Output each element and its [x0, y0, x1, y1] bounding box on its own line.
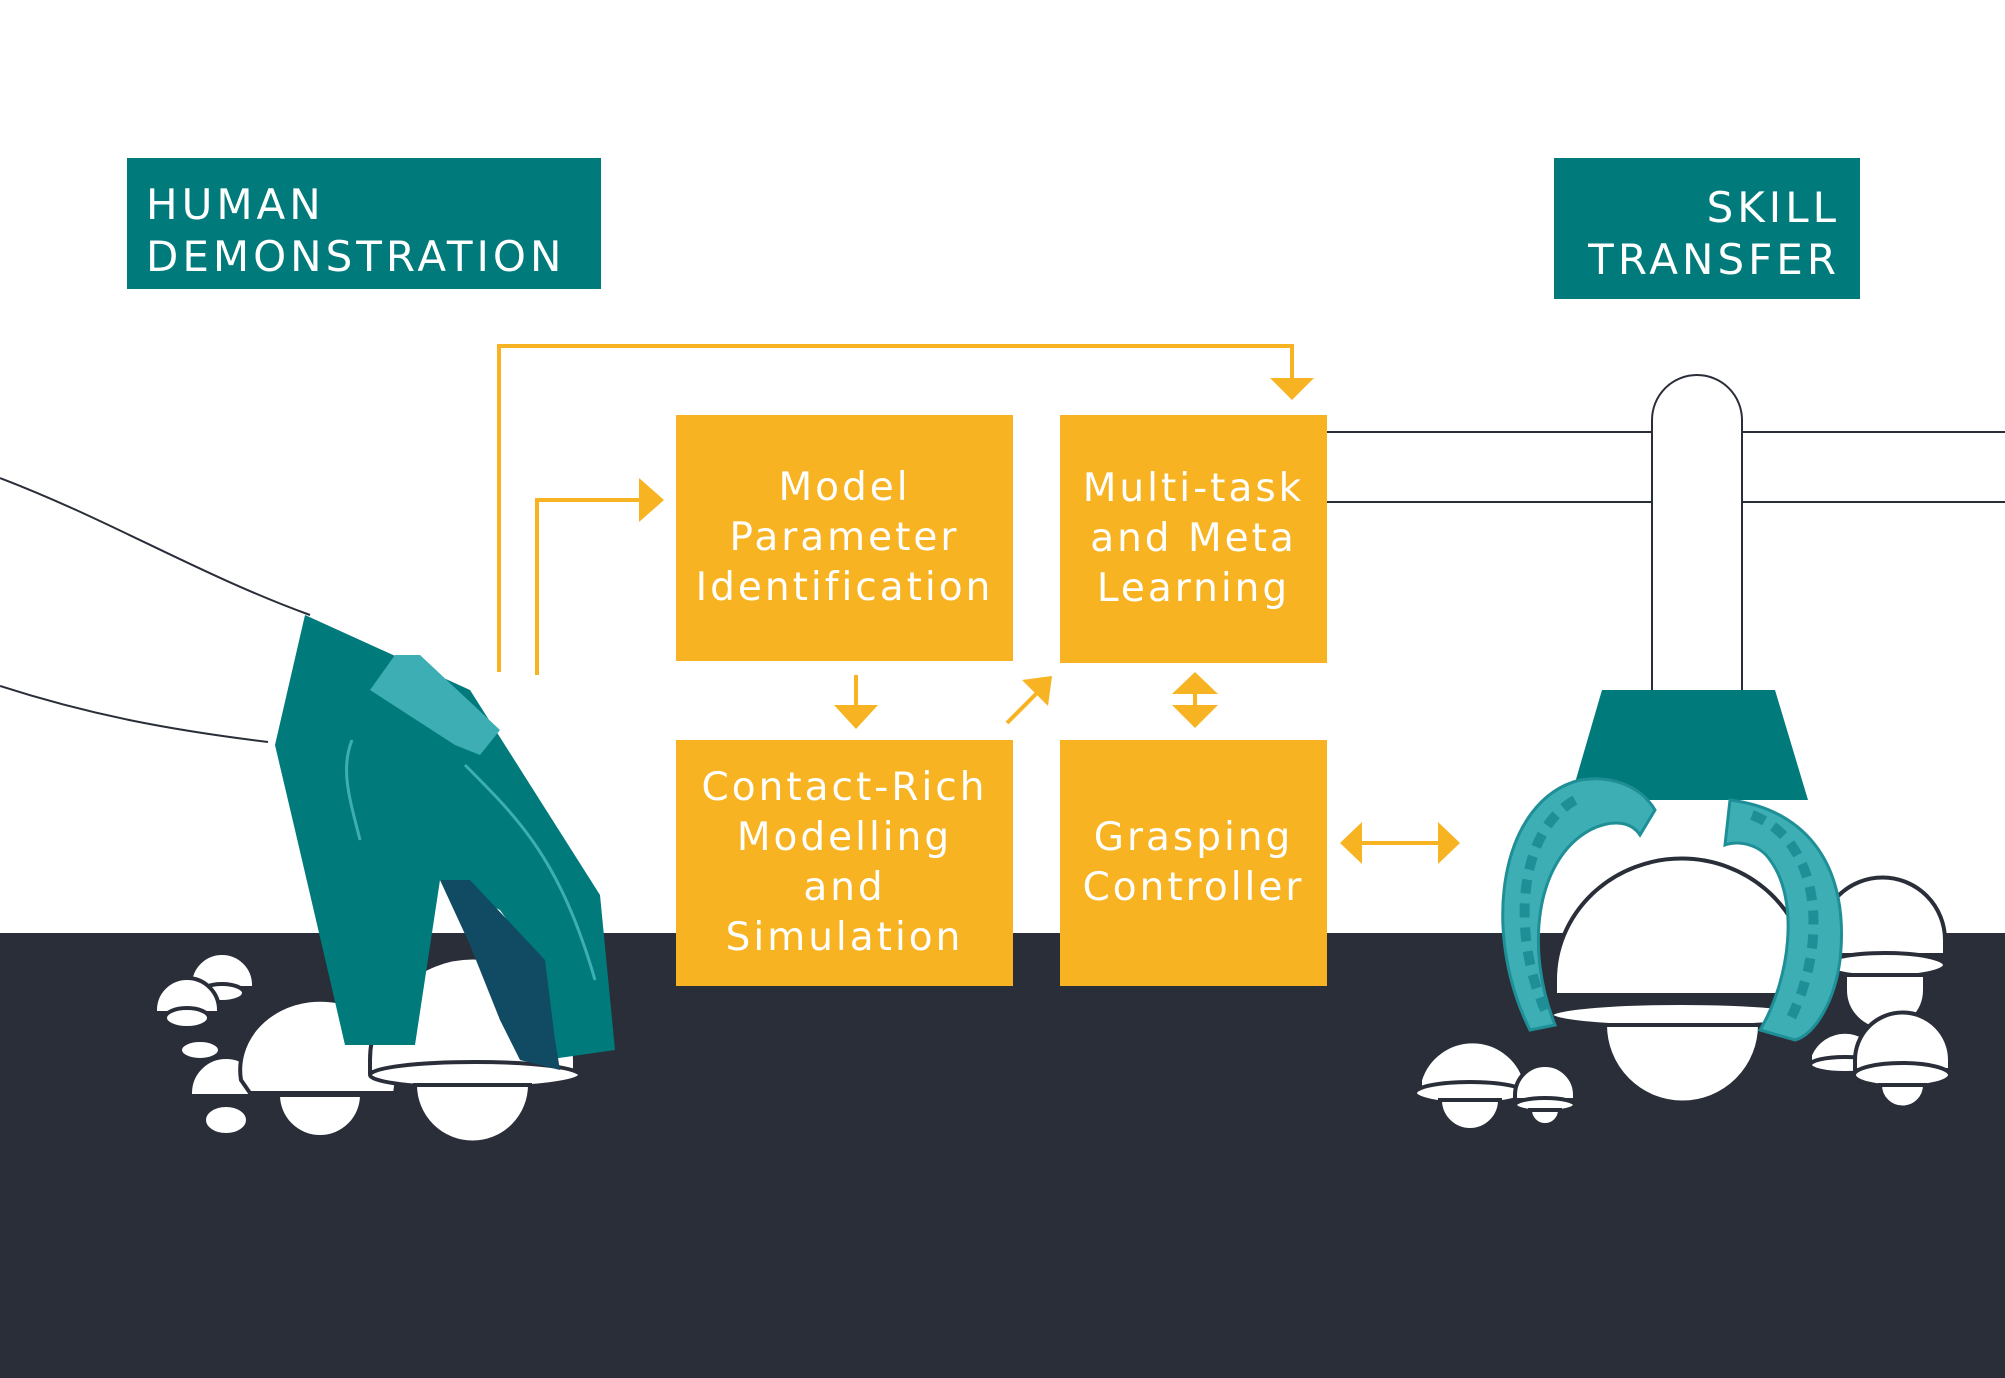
flow-connectors — [497, 344, 1440, 845]
robot-gripper-icon — [1501, 690, 1843, 1042]
step-line: Learning — [1096, 566, 1291, 611]
title-line: HUMAN — [146, 180, 325, 229]
step-line: Grasping — [1093, 815, 1294, 860]
contact-rich-modelling-box: Contact-Rich Modelling and Simulation — [676, 740, 1013, 986]
step-line: Parameter — [729, 515, 960, 560]
arrow-down-icon — [834, 705, 878, 729]
floor — [0, 933, 2005, 1378]
human-demonstration-title: HUMAN DEMONSTRATION — [127, 158, 601, 289]
step-line: Modelling — [736, 815, 953, 860]
arrowheads — [639, 378, 1460, 864]
step-line: Controller — [1082, 865, 1305, 910]
title-line: DEMONSTRATION — [146, 232, 566, 281]
title-line: TRANSFER — [1588, 235, 1840, 284]
arrow-right-icon — [639, 478, 664, 522]
step-line: and Meta — [1090, 516, 1297, 561]
multitask-meta-learning-box: Multi-task and Meta Learning — [1060, 415, 1327, 663]
grasping-controller-box: Grasping Controller — [1060, 740, 1327, 986]
arrow-down-icon — [1270, 378, 1314, 400]
mushroom-icon — [1852, 1010, 1952, 1110]
arrow-left-icon — [1340, 822, 1362, 864]
mushroom-icon — [153, 976, 222, 1062]
gloved-hand-icon — [275, 615, 615, 1070]
arrow-right-icon — [1438, 822, 1460, 864]
arm-sleeve-outline-lower — [0, 685, 269, 743]
step-line: Model — [778, 465, 911, 510]
title-line: SKILL — [1706, 183, 1840, 232]
robot-arm-icon — [1325, 374, 2005, 696]
mushroom-icon — [1549, 856, 1813, 1105]
arm-sleeve-outline — [0, 477, 311, 616]
mushroom-icon — [1413, 1039, 1527, 1132]
arrow-up-icon — [1172, 672, 1218, 694]
step-line: Identification — [695, 565, 994, 610]
step-line: Simulation — [725, 915, 964, 960]
step-line: and — [803, 865, 886, 910]
step-line: Contact-Rich — [701, 765, 988, 810]
mushroom-icon — [1513, 1063, 1577, 1127]
arrow-diagonal-icon — [1022, 676, 1052, 706]
model-parameter-identification-box: Model Parameter Identification — [676, 415, 1013, 661]
step-line: Multi-task — [1082, 466, 1305, 511]
skill-transfer-title: SKILL TRANSFER — [1554, 158, 1860, 299]
arrow-down-icon — [1172, 705, 1218, 728]
